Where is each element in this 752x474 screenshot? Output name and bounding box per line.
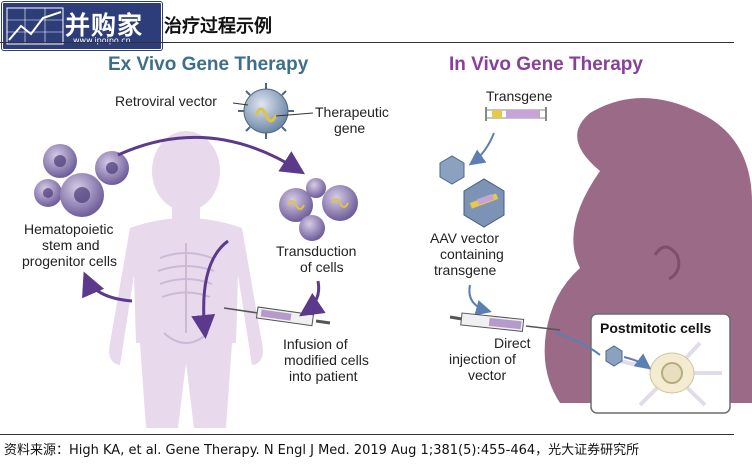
therapeutic-gene-label-2: gene [334, 120, 365, 136]
ex-vivo-arrows [82, 135, 326, 339]
infusion-label-2: modified cells [284, 352, 369, 368]
aav-label-1: AAV vector [430, 230, 499, 246]
watermark-url: www.ipoipo.cn [73, 36, 131, 45]
in-vivo-heading: In Vivo Gene Therapy [449, 54, 643, 75]
injection-label-3: vector [468, 367, 506, 383]
retroviral-vector-icon [238, 83, 294, 139]
injection-label-2: injection of [449, 351, 516, 367]
aav-vector-icon [439, 155, 505, 228]
aav-label-2: containing [440, 246, 504, 262]
watermark-brand: 并购家 [65, 11, 144, 40]
divider-top [0, 42, 734, 43]
transgene-label: Transgene [486, 88, 553, 104]
child-figure [109, 131, 263, 428]
source-note: 资料来源：High KA, et al. Gene Therapy. N Eng… [4, 443, 640, 458]
transduction-label-2: of cells [300, 259, 344, 275]
injection-syringe-icon [449, 312, 561, 332]
transduced-cells-icon [279, 178, 358, 241]
page-title: 治疗过程示例 [164, 16, 272, 37]
transgene-icon [485, 107, 547, 121]
postmitotic-inset [590, 313, 731, 414]
gene-therapy-diagram: Ex Vivo Gene Therapy Retroviral vector T… [22, 54, 752, 428]
infusion-label-3: into patient [289, 368, 358, 384]
aav-arrow [468, 284, 492, 316]
aav-label-3: transgene [434, 262, 496, 278]
postmitotic-label: Postmitotic cells [600, 320, 711, 336]
therapeutic-gene-label-1: Therapeutic [315, 104, 389, 120]
hematopoietic-cells-icon [34, 144, 129, 217]
transduction-label-1: Transduction [276, 243, 356, 259]
injection-label-1: Direct [494, 335, 531, 351]
hsc-label-3: progenitor cells [22, 253, 117, 269]
hsc-label-1: Hematopoietic [24, 221, 114, 237]
transgene-arrow [468, 132, 495, 166]
hsc-label-2: stem and [42, 237, 100, 253]
infusion-label-1: Infusion of [283, 336, 348, 352]
chart-logo-icon [6, 7, 64, 45]
inset-connector [555, 332, 601, 356]
retroviral-vector-label: Retroviral vector [115, 93, 217, 109]
divider-bottom [0, 434, 734, 435]
ex-vivo-heading: Ex Vivo Gene Therapy [108, 54, 309, 75]
syringe-icon [223, 306, 331, 327]
